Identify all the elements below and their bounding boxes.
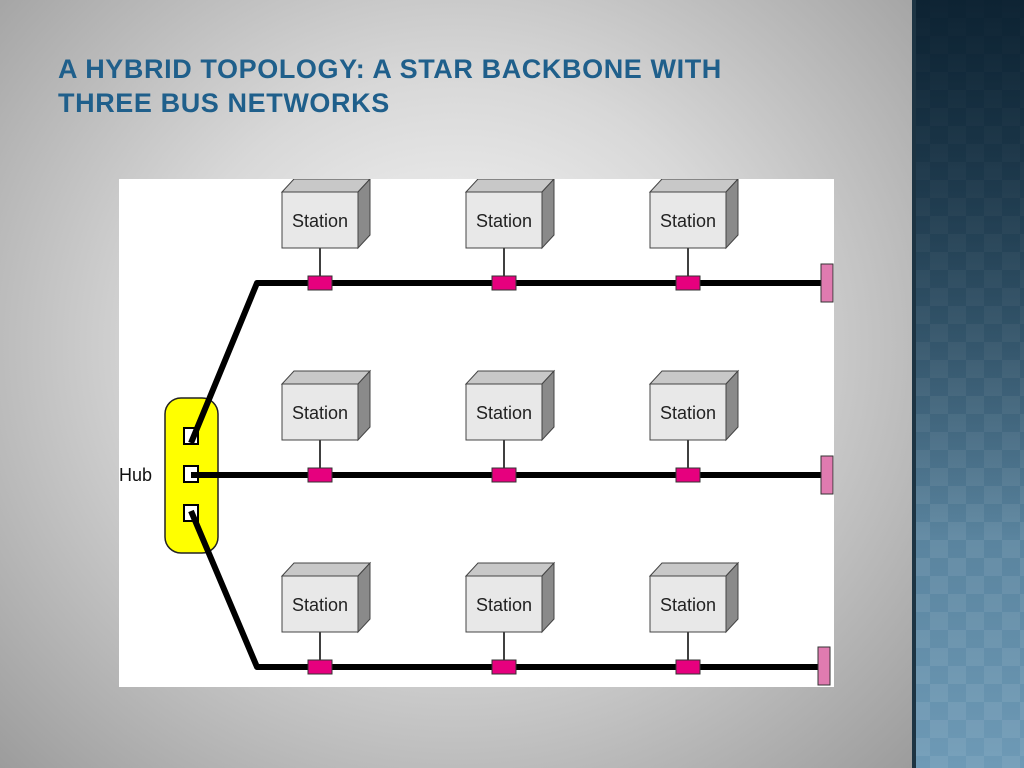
bus-3-cable [188,509,824,670]
tap-connector [491,275,517,291]
bus-2-terminator [820,455,834,495]
station-bus2-1: Station [280,369,372,483]
station-bus1-3: Station [648,179,739,291]
station-label: Station [660,211,716,231]
station-bus3-2: Station [464,561,556,675]
station-bus3-3: Station [648,561,740,675]
tap-connector [675,275,701,291]
slide-title: A Hybrid Topology: A Star Backbone with … [58,54,722,118]
tap-connector [675,467,701,483]
station-bus3-1: Station [280,561,372,675]
bus-3-terminator [817,646,831,686]
sidebar-edge [912,0,916,768]
tap-connector [491,467,517,483]
station-bus1-2: Station [464,179,555,291]
station-label: Station [292,211,348,231]
station-label: Station [476,211,532,231]
station-label: Station [476,595,532,615]
diagram-panel: Hub Station Station [119,179,834,687]
station-label: Station [660,595,716,615]
station-bus1-1: Station [280,179,371,291]
bus-1-cable [188,280,824,445]
tap-connector [307,275,333,291]
hub-label: Hub [119,465,152,485]
bus-1-terminator [820,263,834,303]
station-bus2-2: Station [464,369,556,483]
tap-connector [307,659,333,675]
decorative-sidebar [912,0,1024,768]
tap-connector [675,659,701,675]
hybrid-topology-diagram: Hub Station Station [119,179,834,686]
station-label: Station [660,403,716,423]
tap-connector [491,659,517,675]
station-label: Station [292,595,348,615]
tap-connector [307,467,333,483]
station-label: Station [476,403,532,423]
station-label: Station [292,403,348,423]
station-bus2-3: Station [648,369,740,483]
